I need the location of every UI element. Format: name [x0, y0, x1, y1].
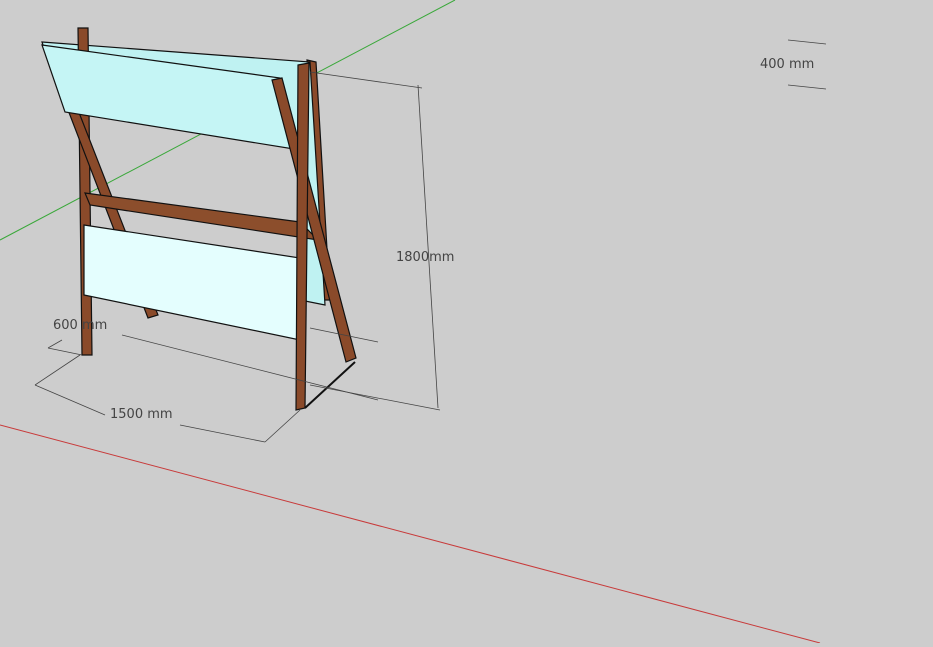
height-dimension-label: 1800mm	[396, 250, 455, 265]
frame-segment-dimension-label: 400 mm	[760, 57, 815, 72]
width-dimension-label: 1500 mm	[110, 407, 173, 422]
dimension-lines	[34, 39, 827, 443]
edge	[304, 361, 356, 409]
bottom-panel	[83, 224, 301, 341]
depth-dimension-label: 600 mm	[53, 318, 108, 333]
red-axis	[0, 424, 821, 644]
x-leg	[271, 77, 357, 363]
leg	[295, 62, 310, 411]
white-panel-stand[interactable]	[41, 27, 357, 411]
